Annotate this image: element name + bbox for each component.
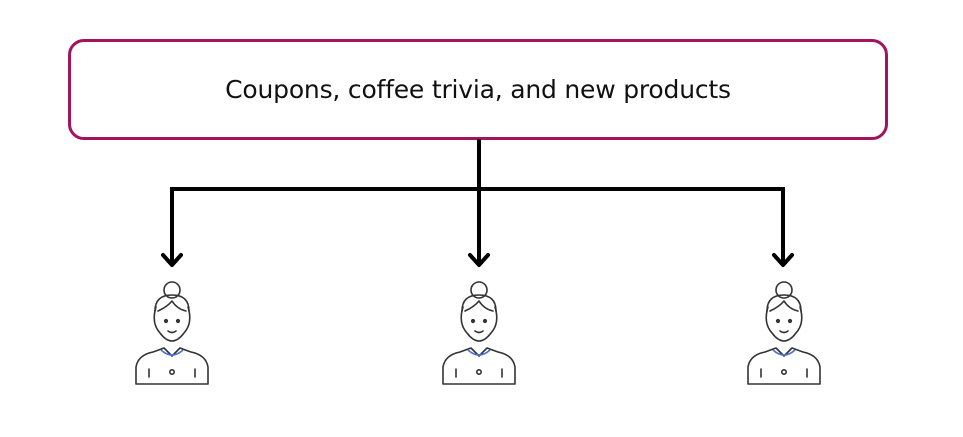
arrowhead-center [468,253,490,267]
message-text: Coupons, coffee trivia, and new products [225,75,731,104]
person-icon [747,281,821,385]
message-box: Coupons, coffee trivia, and new products [68,39,888,140]
arrowhead-right [772,253,794,267]
person-icon [135,281,209,385]
arrowhead-left [161,253,183,267]
person-icon [442,281,516,385]
